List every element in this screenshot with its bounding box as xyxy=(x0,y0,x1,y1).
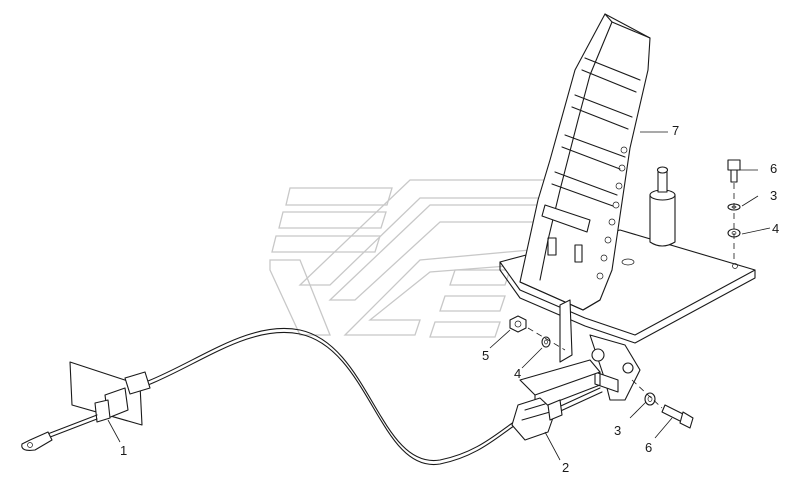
callout-1: 1 xyxy=(120,443,127,458)
watermark-logo xyxy=(269,179,546,338)
callout-7: 7 xyxy=(672,123,679,138)
callout-labels: 1 2 3 3 4 4 5 6 6 7 xyxy=(120,123,779,475)
callout-5: 5 xyxy=(482,348,489,363)
callout-6-lower: 6 xyxy=(645,440,652,455)
callout-4-upper: 4 xyxy=(772,221,779,236)
nut-5 xyxy=(509,315,527,333)
assembly-axis-lower xyxy=(631,379,663,409)
accelerator-pedal xyxy=(519,13,651,311)
callout-6-upper: 6 xyxy=(770,161,777,176)
bolt-6-lower xyxy=(661,404,694,429)
bolt-6-upper xyxy=(727,159,741,183)
pedal-hinge-bracket xyxy=(559,299,641,401)
washer-3-lower xyxy=(644,392,656,406)
throttle-cable xyxy=(147,328,603,465)
callout-3-upper: 3 xyxy=(770,188,777,203)
callout-2: 2 xyxy=(562,460,569,475)
assembly-axis-left xyxy=(527,327,566,351)
cable-end-2 xyxy=(511,397,563,441)
pedal-stop-cylinder xyxy=(649,166,676,247)
callout-3-lower: 3 xyxy=(614,423,621,438)
cable-end-1 xyxy=(21,361,151,451)
callout-4-left: 4 xyxy=(514,366,521,381)
leader-lines xyxy=(107,131,771,461)
